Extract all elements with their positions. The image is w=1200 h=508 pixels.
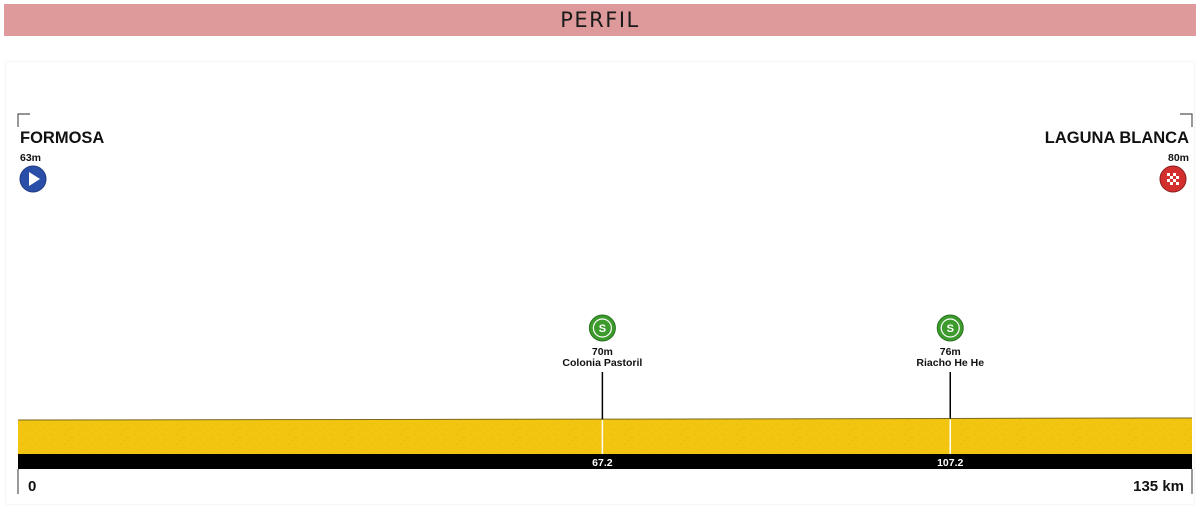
finish-check-cell [1173,173,1176,176]
sprint-km-label: 107.2 [937,457,963,469]
sprint-location-name: Colonia Pastoril [562,357,642,369]
sprint-location-name: Riacho He He [916,357,984,369]
sprint-icon-ring [940,318,960,338]
finish-check-cell [1167,179,1170,182]
sprint-icon-ring [592,318,612,338]
finish-check-cell [1176,176,1179,179]
finish-check-cell [1173,179,1176,182]
axis-end-label: 135 km [1133,478,1184,495]
page-title: PERFIL [560,8,640,32]
frame-corner-left [17,113,30,127]
finish-check-cell [1176,182,1179,185]
start-play-icon [19,165,47,193]
sprint-km-label: 67.2 [592,457,613,469]
start-elevation: 63m [20,152,41,164]
elevation-terrain-area [18,417,1192,454]
elevation-profile-line [17,417,1193,421]
start-icon-triangle [29,172,40,186]
sprint-icon: S [936,314,964,342]
finish-elevation: 80m [1168,152,1189,164]
sprint-elevation: 76m [940,346,961,358]
finish-check-cell [1167,173,1170,176]
finish-location-name: LAGUNA BLANCA [1045,129,1189,147]
sprint-icon: S [588,314,616,342]
page-title-banner: PERFIL [4,4,1196,36]
finish-check-cell [1170,176,1173,179]
finish-check-cell [1170,182,1173,185]
frame-corner-right [1180,113,1193,127]
sprint-icon-letter: S [947,323,954,335]
distance-bar [18,454,1192,469]
sprint-icon-letter: S [599,323,606,335]
axis-start-label: 0 [28,478,36,495]
start-location-name: FORMOSA [20,129,104,147]
sprint-elevation: 70m [592,346,613,358]
finish-checkered-icon [1159,165,1187,193]
finish-icon-checks [1167,173,1179,185]
